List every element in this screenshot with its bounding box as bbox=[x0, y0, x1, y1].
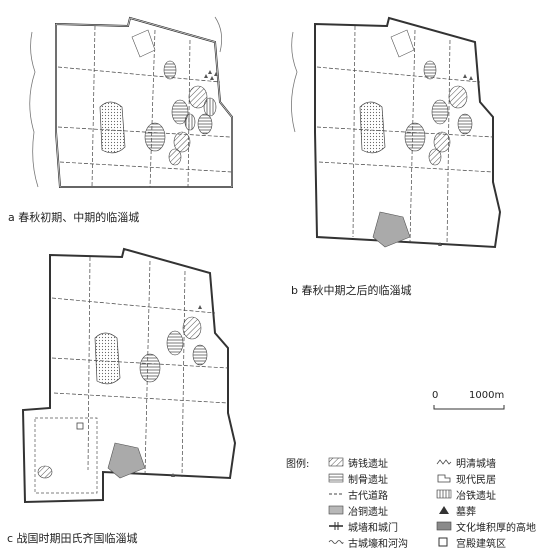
bone-sites-a bbox=[144, 60, 213, 152]
map-a-content bbox=[29, 16, 233, 188]
roads-a bbox=[57, 25, 233, 188]
mint-sites-a bbox=[168, 85, 208, 166]
modern-residence-icon bbox=[437, 474, 451, 483]
legend-item-bone: 制骨遗址 bbox=[328, 471, 388, 486]
scale-line bbox=[433, 405, 505, 410]
map-panel-a: a 春秋初期、中期的临淄城 bbox=[8, 12, 245, 224]
legend-title: 图例: bbox=[286, 459, 310, 470]
modern-residence-a bbox=[131, 29, 156, 58]
wall-gate-icon bbox=[329, 522, 343, 530]
iron-sites-a bbox=[184, 97, 217, 131]
iron-swatch-icon bbox=[436, 489, 452, 499]
legend-item-tomb: 墓葬 bbox=[436, 503, 476, 518]
legend-item-bronze: 冶铜遗址 bbox=[328, 503, 388, 518]
city-wall-c bbox=[21, 247, 237, 504]
palace-square-icon bbox=[438, 537, 448, 547]
cultural-layer-a bbox=[99, 101, 126, 154]
map-c-svg bbox=[21, 247, 237, 504]
roads-c bbox=[51, 256, 229, 478]
legend-item-palace: 宫殿建筑区 bbox=[436, 535, 506, 550]
scale-bar: 0 1000m bbox=[432, 390, 522, 411]
map-b-svg bbox=[291, 16, 502, 249]
legend: 图例: 铸钱遗址 明清城墙 制骨遗址 现代民居 古代道路 冶铁遗址 冶铜遗址 墓… bbox=[286, 455, 548, 555]
map-panel-b: b 春秋中期之后的临淄城 bbox=[285, 12, 505, 297]
legend-item-mint: 铸钱遗址 bbox=[328, 455, 388, 470]
cultural-layer-swatch-icon bbox=[436, 521, 452, 531]
bronze-site-b bbox=[372, 211, 411, 248]
tomb-triangle-icon bbox=[439, 506, 449, 514]
scale-zero-label: 0 bbox=[432, 390, 439, 401]
mint-swatch-icon bbox=[328, 457, 344, 467]
ming-qing-wall-icon bbox=[436, 459, 452, 465]
panel-c-caption: c 战国时期田氏齐国临淄城 bbox=[7, 532, 138, 545]
map-a-svg bbox=[29, 16, 233, 188]
legend-item-ming-qing-wall: 明清城墙 bbox=[436, 455, 496, 470]
legend-item-cultural-layer: 文化堆积厚的高地 bbox=[436, 519, 536, 534]
city-wall-b bbox=[314, 16, 502, 249]
tombs-a bbox=[204, 70, 218, 80]
map-b-content bbox=[291, 16, 502, 249]
panel-a-caption: a 春秋初期、中期的临淄城 bbox=[8, 211, 140, 224]
ancient-moat-icon bbox=[328, 540, 344, 544]
palace-area-c bbox=[34, 417, 98, 494]
panel-b-caption: b 春秋中期之后的临淄城 bbox=[291, 284, 412, 297]
river-west-a bbox=[29, 31, 39, 188]
legend-item-ancient-moat: 古城壕和河沟 bbox=[328, 535, 408, 550]
legend-item-modern-residence: 现代民居 bbox=[436, 471, 496, 486]
map-panel-c: c 战国时期田氏齐国临淄城 bbox=[5, 240, 260, 545]
bone-swatch-icon bbox=[328, 473, 344, 483]
legend-item-ancient-road: 古代道路 bbox=[328, 487, 388, 502]
scale-distance-label: 1000m bbox=[469, 390, 505, 401]
river-ne-a bbox=[214, 16, 223, 53]
bronze-swatch-icon bbox=[328, 505, 344, 515]
map-c-content bbox=[21, 247, 237, 504]
legend-item-wall-gate: 城墙和城门 bbox=[328, 519, 398, 534]
legend-item-iron: 冶铁遗址 bbox=[436, 487, 496, 502]
ancient-road-icon bbox=[329, 493, 343, 495]
